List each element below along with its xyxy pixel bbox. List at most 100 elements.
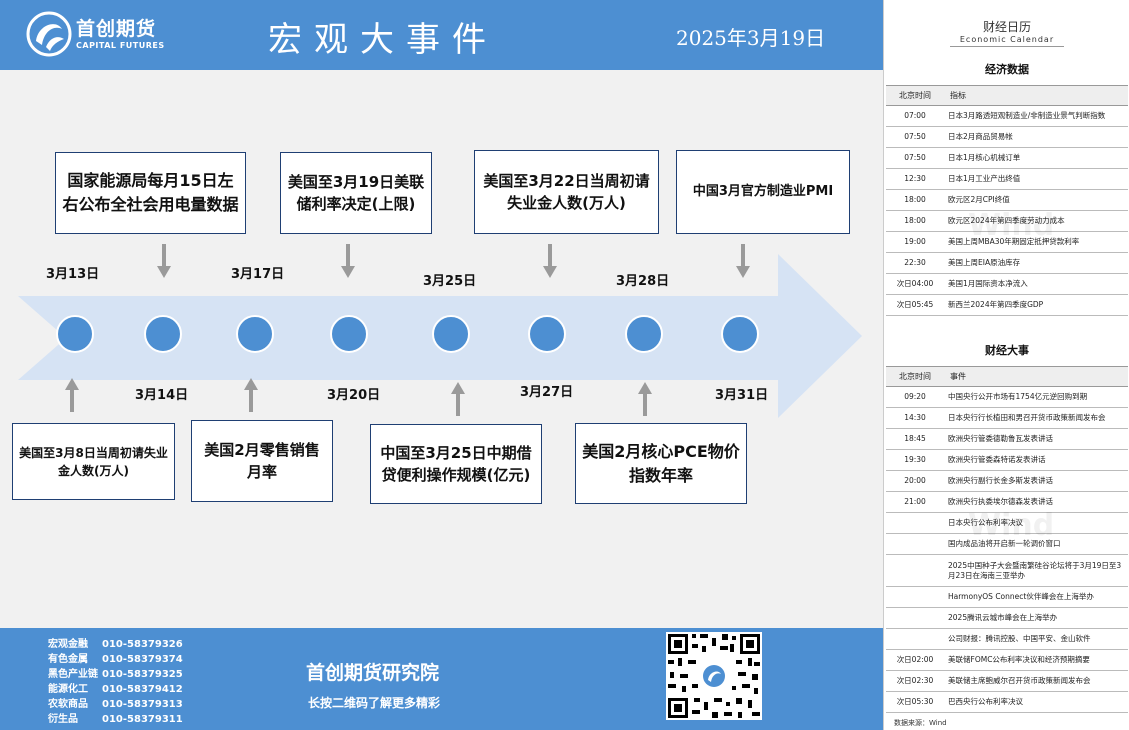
watermark: Wind (968, 208, 1055, 243)
contact-department: 能源化工 (48, 684, 88, 695)
top-event-box: 美国至3月22日当周初请失业金人数(万人) (474, 150, 659, 234)
contact-row: 农软商品 010-58379313 (48, 695, 183, 710)
contact-phone: 010-58379325 (102, 669, 183, 680)
contact-department: 宏观金融 (48, 639, 88, 650)
arrow-down-icon (157, 244, 171, 278)
financial-events-title: 财经大事 (985, 344, 1029, 357)
cell-time (886, 554, 944, 587)
col-header-time: 北京时间 (886, 85, 944, 106)
contact-department: 农软商品 (48, 699, 88, 710)
calendar-title-divider (950, 46, 1064, 47)
cell-item: 欧洲央行管委德勒鲁瓦发表讲话 (944, 428, 1128, 450)
contact-department: 衍生品 (48, 714, 78, 725)
company-logo-icon (26, 11, 72, 57)
cell-item: 美国1月国际资本净流入 (944, 273, 1128, 295)
cell-time: 次日02:30 (886, 670, 944, 692)
cell-time: 20:00 (886, 470, 944, 492)
cell-item: 巴西央行公布利率决议 (944, 691, 1128, 713)
bottom-event-box: 中国至3月25日中期借贷便利操作规模(亿元) (370, 424, 542, 504)
arrow-up-icon (638, 382, 652, 416)
timeline-dot (236, 315, 274, 353)
timeline-dot (432, 315, 470, 353)
date-label: 3月14日 (135, 388, 189, 403)
bottom-event-box: 美国2月核心PCE物价指数年率 (575, 423, 747, 504)
timeline-dot (330, 315, 368, 353)
bottom-event-box: 美国2月零售销售月率 (191, 420, 333, 502)
contact-phone: 010-58379313 (102, 699, 183, 710)
arrow-up-icon (244, 378, 258, 412)
cell-item: 2025腾讯云城市峰会在上海举办 (944, 607, 1128, 629)
contact-phone: 010-58379412 (102, 684, 183, 695)
watermark: Wind (968, 508, 1055, 543)
company-name: 首创期货 (76, 18, 157, 40)
arrow-down-icon (543, 244, 557, 278)
calendar-panel: 财经日历 Economic Calendar 经济数据 北京时间 指标 07:0… (883, 0, 1129, 730)
arrow-down-icon (736, 244, 750, 278)
contact-phone: 010-58379311 (102, 714, 183, 725)
cell-time: 21:00 (886, 491, 944, 513)
contact-phone: 010-58379374 (102, 654, 183, 665)
economic-data-title: 经济数据 (985, 63, 1029, 76)
cell-time: 19:30 (886, 449, 944, 471)
cell-time: 07:50 (886, 147, 944, 169)
cell-time: 次日04:00 (886, 273, 944, 295)
cell-item: 欧元区2月CPI终值 (944, 189, 1128, 211)
cell-item: 日本1月工业产出终值 (944, 168, 1128, 190)
arrow-down-icon (341, 244, 355, 278)
contact-phone: 010-58379326 (102, 639, 183, 650)
top-event-box: 美国至3月19日美联储利率决定(上限) (280, 152, 432, 234)
date-label: 3月28日 (616, 274, 670, 289)
cell-item: 美联储FOMC公布利率决议和经济预期摘要 (944, 649, 1128, 671)
infographic-panel: 首创期货 CAPITAL FUTURES 宏观大事件 2025年3月19日 国家… (0, 0, 883, 730)
top-event-box: 国家能源局每月15日左右公布全社会用电量数据 (55, 152, 246, 234)
timeline-dot (528, 315, 566, 353)
cell-time: 19:00 (886, 231, 944, 253)
cell-time: 07:50 (886, 126, 944, 148)
cell-time: 09:20 (886, 386, 944, 408)
cell-item: 日本1月核心机械订单 (944, 147, 1128, 169)
cell-item: 日本央行行长植田和男召开货币政策新闻发布会 (944, 407, 1128, 429)
page-title: 宏观大事件 (268, 20, 498, 60)
date-label: 3月17日 (231, 267, 285, 282)
calendar-title: 财经日历 (982, 20, 1031, 34)
cell-time (886, 586, 944, 608)
col-header-item: 指标 (944, 85, 1128, 106)
cell-item: 欧洲央行副行长金多斯发表讲话 (944, 470, 1128, 492)
cell-time: 18:00 (886, 189, 944, 211)
timeline-dot (721, 315, 759, 353)
contact-department: 有色金属 (48, 654, 88, 665)
cell-item: 欧元区2024年第四季度劳动力成本 (944, 210, 1128, 232)
cell-time: 22:30 (886, 252, 944, 274)
contact-row: 有色金属 010-58379374 (48, 650, 183, 665)
contact-row: 宏观金融 010-58379326 (48, 635, 183, 650)
cell-time: 18:00 (886, 210, 944, 232)
cell-item: 公司财报：腾讯控股、中国平安、金山软件 (944, 628, 1128, 650)
cell-item: 国内成品油将开启新一轮调价窗口 (944, 533, 1128, 555)
cell-item: 中国央行公开市场有1754亿元逆回购到期 (944, 386, 1128, 408)
date-label: 3月25日 (423, 274, 477, 289)
institute-name: 首创期货研究院 (306, 662, 440, 684)
cell-time (886, 512, 944, 534)
qr-code-icon[interactable] (666, 632, 762, 720)
timeline-dot (144, 315, 182, 353)
cell-time: 07:00 (886, 105, 944, 127)
cell-time: 次日02:00 (886, 649, 944, 671)
header-bar: 首创期货 CAPITAL FUTURES 宏观大事件 2025年3月19日 (0, 0, 883, 70)
top-event-box: 中国3月官方制造业PMI (676, 150, 850, 234)
cell-time: 次日05:45 (886, 294, 944, 316)
